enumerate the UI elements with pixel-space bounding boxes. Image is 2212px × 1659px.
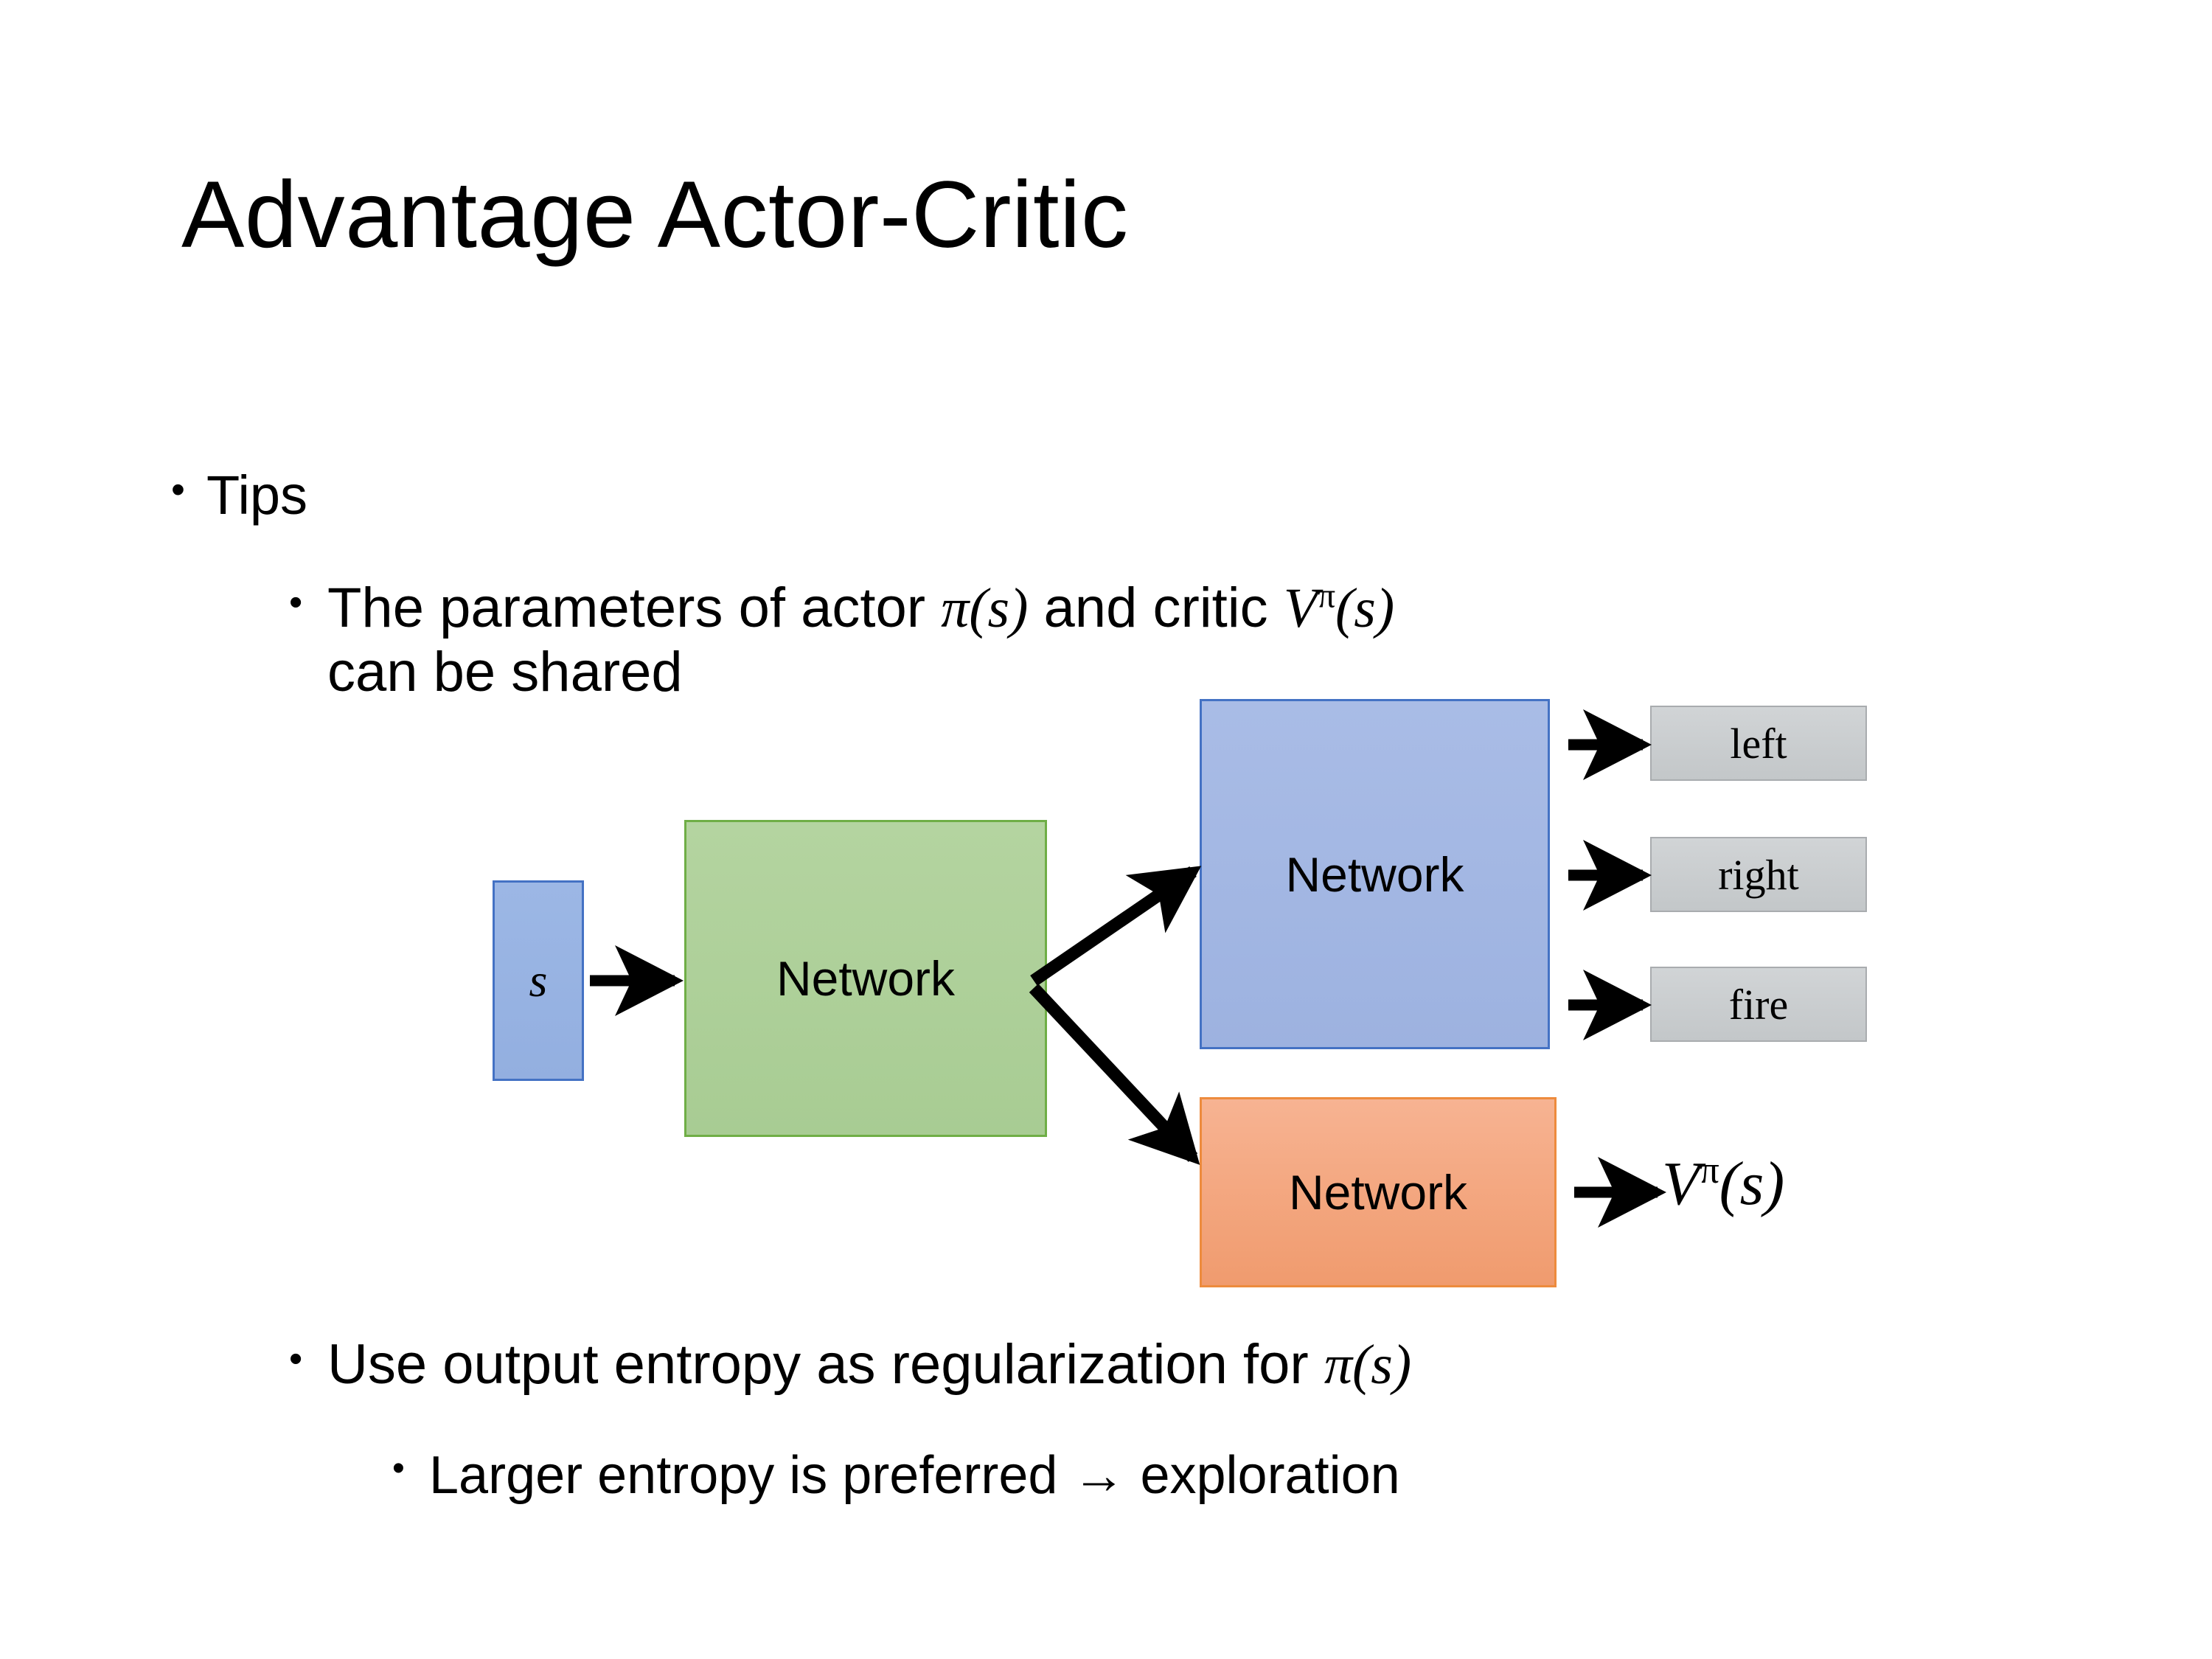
- bullet-exploration-label: Larger entropy is preferred → exploratio…: [429, 1446, 1400, 1505]
- entropy-text: Use output entropy as regularization for: [327, 1333, 1324, 1396]
- critic-network-label: Network: [1288, 1165, 1468, 1220]
- critic-output-symbol: V: [1662, 1150, 1700, 1218]
- page-title: Advantage Actor-Critic: [181, 162, 1129, 268]
- math-critic-v: V: [1283, 577, 1318, 639]
- critic-output-label: Vπ(s): [1662, 1147, 1784, 1220]
- bullet-entropy-label: Use output entropy as regularization for…: [327, 1333, 1411, 1397]
- state-input-box: s: [493, 880, 584, 1081]
- bullet-entropy-regularization: • Use output entropy as regularization f…: [289, 1333, 1411, 1397]
- bullet-marker-icon: •: [289, 1338, 303, 1380]
- action-label-left: left: [1730, 719, 1787, 768]
- math-entropy-arg: (s): [1352, 1334, 1412, 1396]
- shared-params-text-3: can be shared: [327, 640, 683, 703]
- bullet-marker-icon: •: [392, 1449, 405, 1488]
- bullet-marker-icon: •: [171, 467, 185, 512]
- bullet-tips: • Tips: [171, 466, 307, 525]
- critic-output-argument: (s): [1719, 1150, 1785, 1218]
- bullet-tips-label: Tips: [206, 465, 308, 526]
- actor-network-label: Network: [1285, 846, 1464, 902]
- critic-network-box: Network: [1200, 1097, 1557, 1287]
- bullet-shared-parameters-label: The parameters of actor π(s) and critic …: [327, 577, 1950, 704]
- math-entropy-pi: π: [1324, 1334, 1352, 1396]
- math-actor-pi: π: [941, 577, 970, 639]
- action-box-right: right: [1650, 837, 1867, 912]
- shared-params-text-2: and critic: [1028, 577, 1284, 639]
- bullet-shared-parameters: • The parameters of actor π(s) and criti…: [289, 577, 2059, 704]
- action-label-right: right: [1718, 850, 1799, 899]
- state-input-label: s: [529, 954, 548, 1006]
- actor-network-box: Network: [1200, 699, 1550, 1049]
- arrow-shared-to-actor: [1030, 866, 1202, 987]
- action-label-fire: fire: [1728, 980, 1789, 1029]
- action-box-left: left: [1650, 706, 1867, 781]
- arrow-shared-to-critic: [1029, 984, 1200, 1165]
- math-critic-superscript: π: [1318, 577, 1335, 616]
- shared-network-label: Network: [776, 951, 956, 1006]
- bullet-exploration: • Larger entropy is preferred → explorat…: [392, 1445, 1400, 1506]
- critic-output-superscript: π: [1700, 1150, 1719, 1192]
- math-critic-arg: (s): [1335, 577, 1395, 639]
- math-actor-arg: (s): [969, 577, 1029, 639]
- shared-params-text-1: The parameters of actor: [327, 577, 942, 639]
- action-box-fire: fire: [1650, 967, 1867, 1042]
- shared-network-box: Network: [684, 820, 1047, 1137]
- bullet-marker-icon: •: [289, 581, 303, 624]
